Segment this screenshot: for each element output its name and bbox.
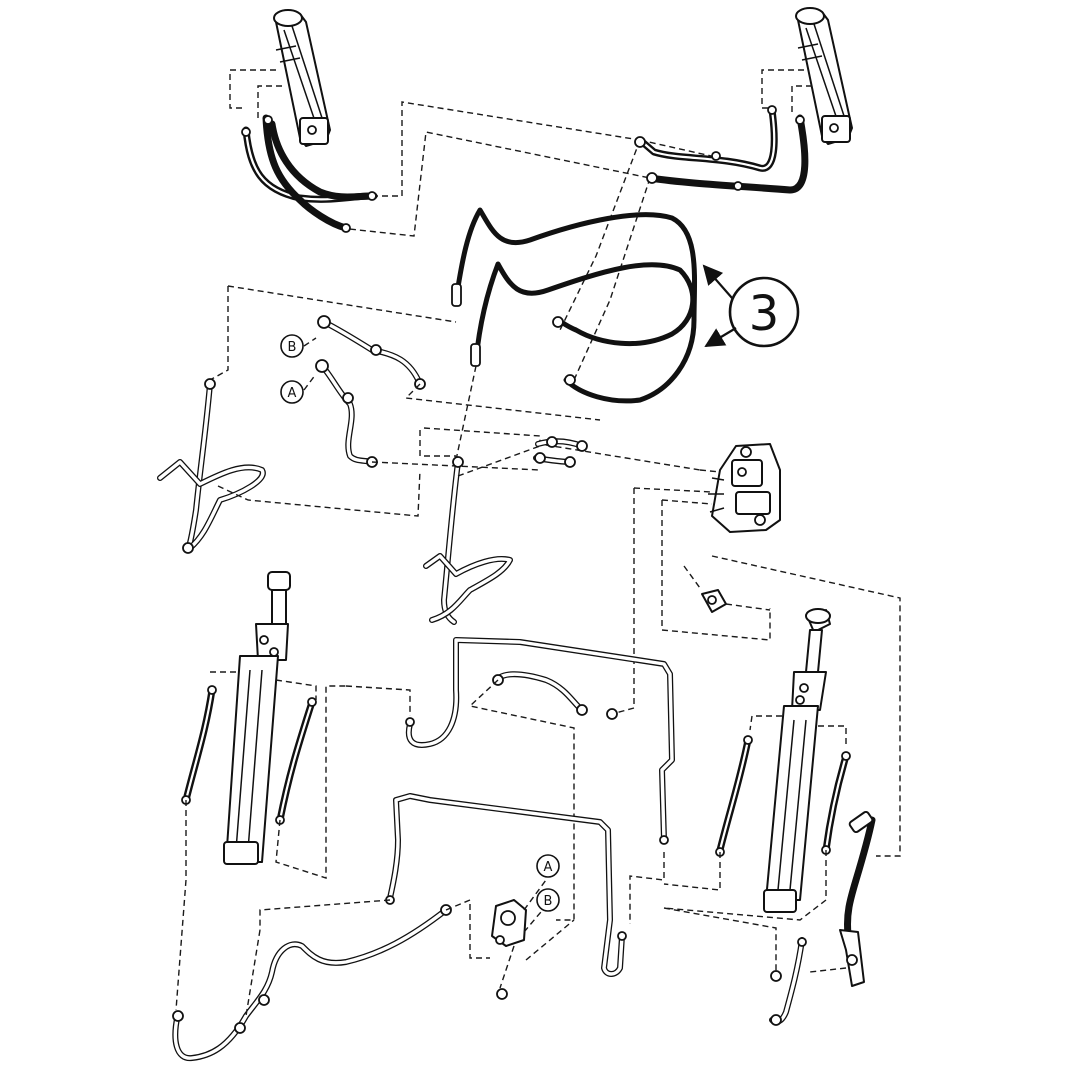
bottom-left-cylinder [210,571,317,865]
swivel-fitting [683,555,901,857]
top-right-cylinder [795,7,853,145]
bottom-left-cylinder-hoses [175,685,346,1011]
top-right-hoses [634,105,809,194]
top-left-hoses [241,114,378,233]
bottom-center-tube-upper [345,637,675,924]
marker-a-bottom-label: A [544,860,553,875]
bottom-right-small-tube [769,937,807,1026]
marker-a-top: A [280,380,304,404]
relief-valve-block [491,879,575,1000]
large-supply-hoses [451,207,698,404]
bottom-right-cylinder-hoses [663,735,851,976]
top-left-cylinder [273,9,331,147]
marker-b-bottom: B [536,888,560,912]
callout-number: 3 [749,286,780,342]
left-bracket-tube [157,285,457,554]
marker-b-top-label: B [288,340,297,355]
control-valve [611,443,781,715]
center-v-tube [419,365,541,625]
marker-b-top: B [280,334,304,358]
bottom-left-long-tube [172,898,490,1062]
marker-a-top-label: A [288,386,297,401]
marker-b-bottom-label: B [544,894,553,909]
marker-a-bottom: A [536,854,560,878]
bottom-center-tube-lower [259,793,627,977]
bottom-right-return-hose [809,810,876,987]
callout-3: 3 [702,264,800,348]
ab-tube-lines [303,315,601,471]
center-tee-fittings [423,427,701,471]
bottom-right-cylinder [749,608,847,913]
